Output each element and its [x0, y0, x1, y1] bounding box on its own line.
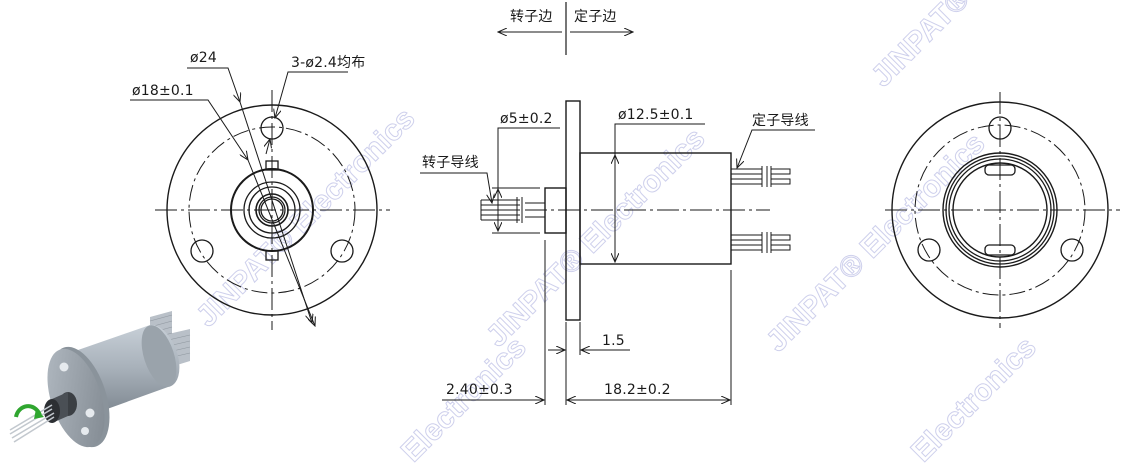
rotor-diameter-label: ø5±0.2	[500, 111, 553, 127]
rotor-side-label: 转子边	[510, 9, 553, 25]
technical-drawing	[130, 2, 1120, 405]
front-view	[130, 67, 390, 330]
flange-thickness-label: 1.5	[602, 333, 625, 349]
rotor-wires-label: 转子导线	[422, 155, 479, 171]
holes-label: 3-ø2.4均布	[291, 55, 366, 71]
outer-diameter-label: ø24	[190, 50, 217, 66]
rotor-length-label: 2.40±0.3	[446, 382, 513, 398]
rear-view	[885, 92, 1120, 328]
body-length-label: 18.2±0.2	[604, 382, 671, 398]
side-view	[420, 2, 815, 405]
stator-side-label: 定子边	[574, 9, 617, 25]
stator-wires-label: 定子导线	[752, 113, 809, 129]
pcd-label: ø18±0.1	[132, 83, 194, 99]
body-diameter-label: ø12.5±0.1	[618, 107, 694, 123]
slip-ring-3d-illustration	[9, 311, 191, 448]
